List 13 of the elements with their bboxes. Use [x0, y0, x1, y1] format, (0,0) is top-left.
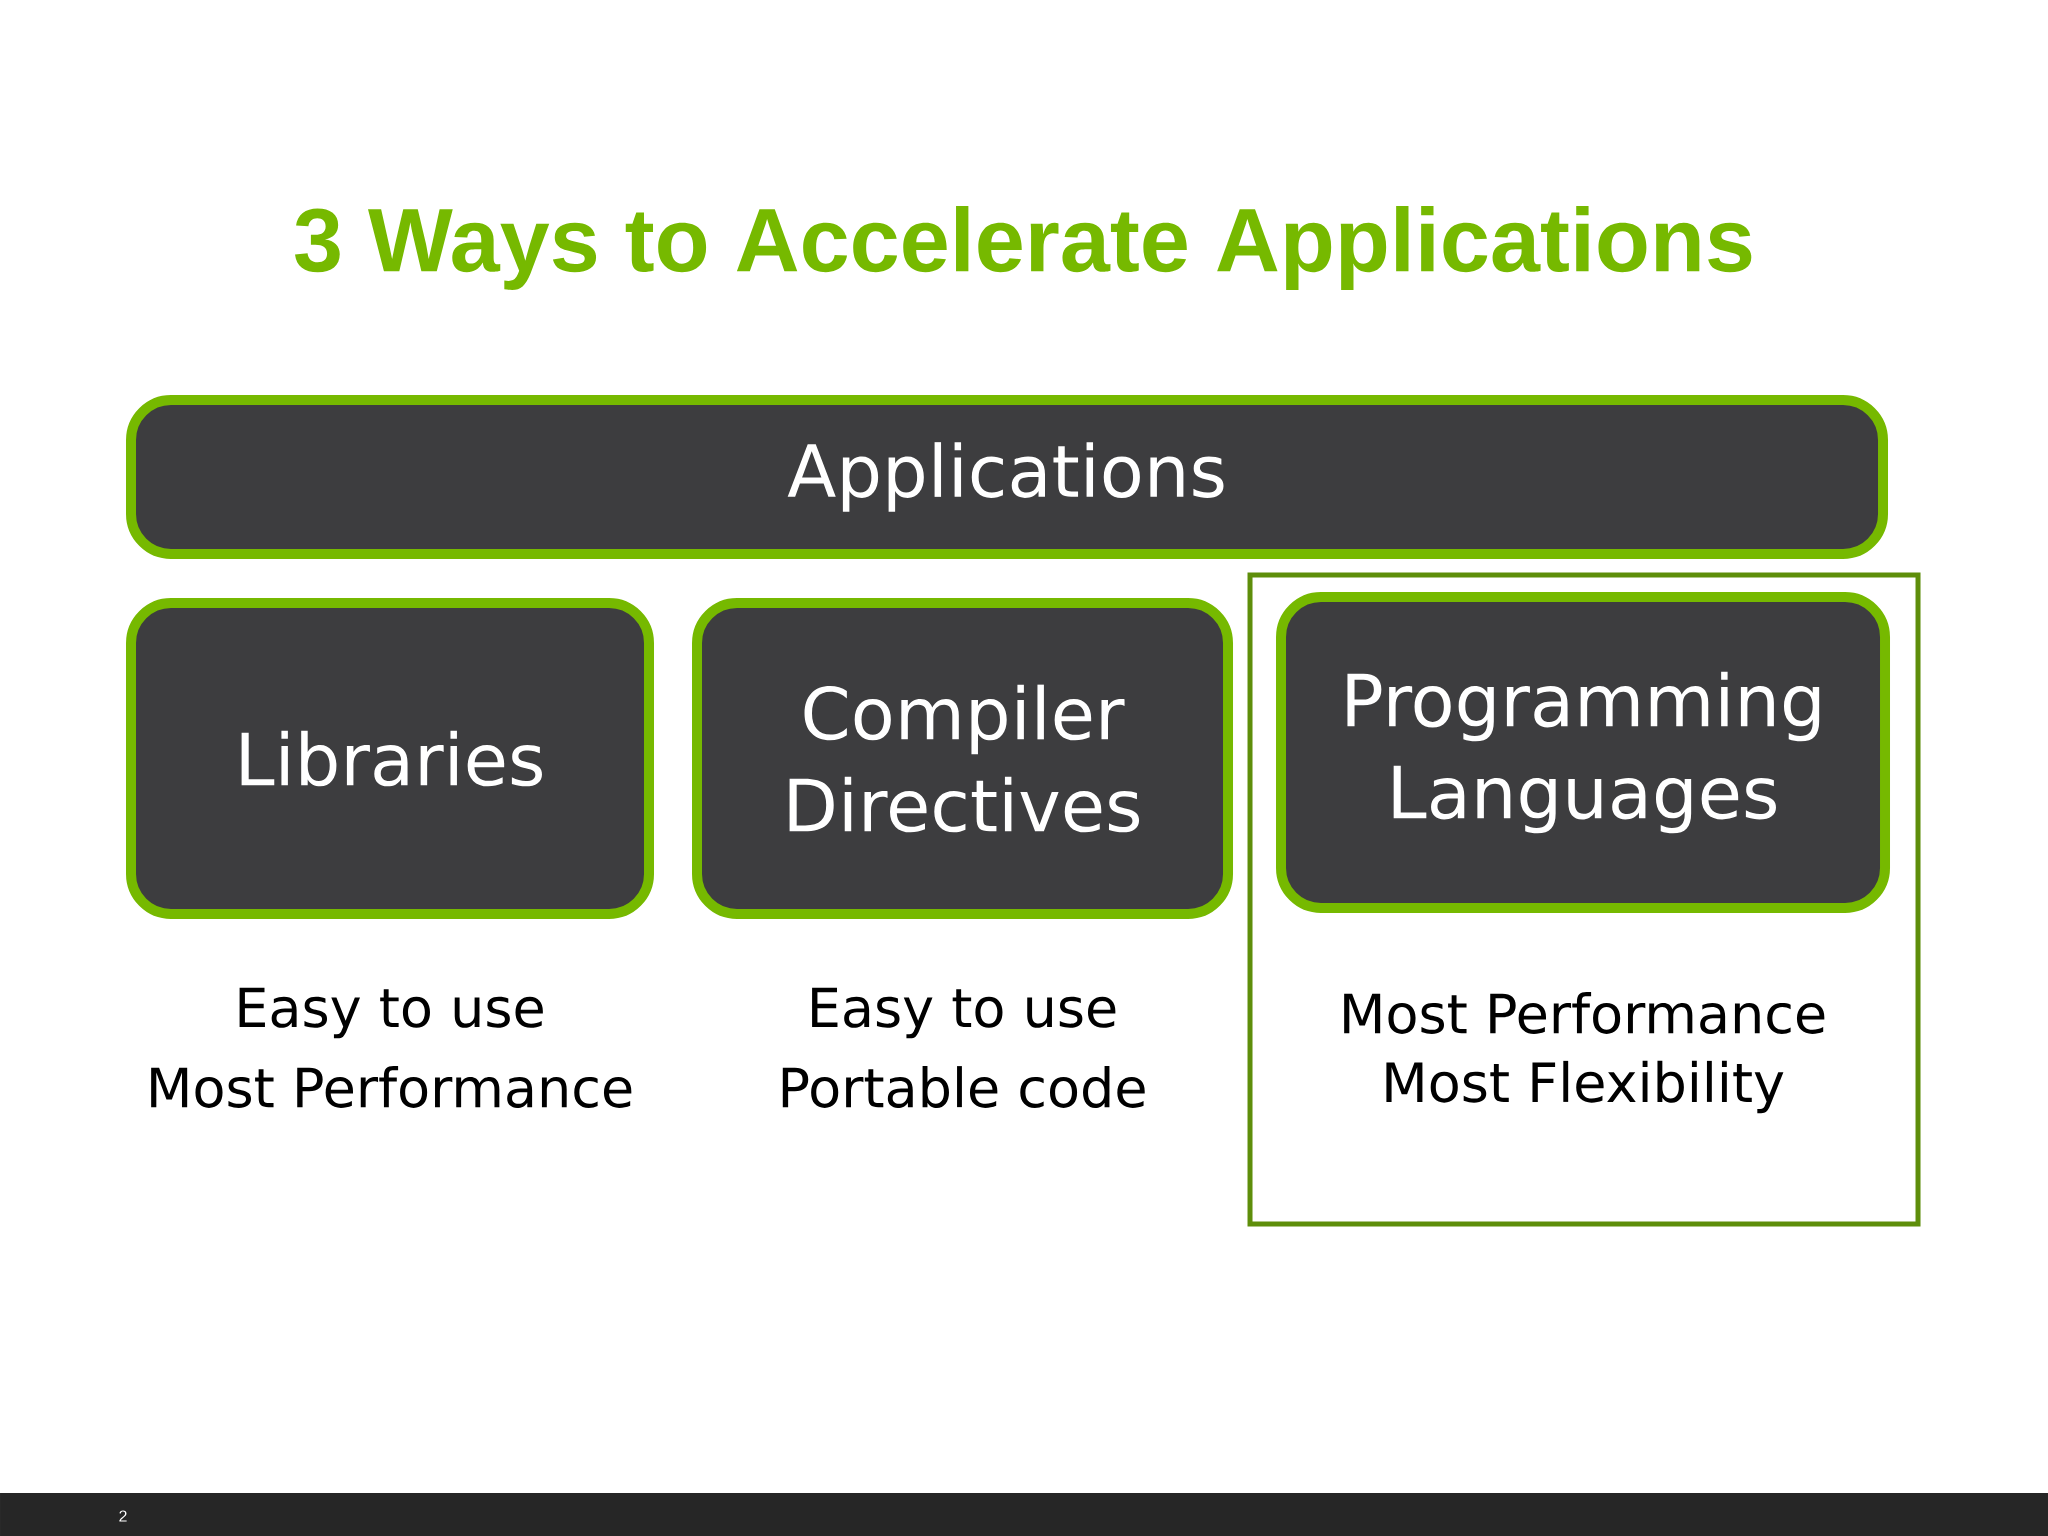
caption-text: Most Flexibility: [1386, 1060, 1784, 1114]
box: Programming Languages: [1276, 592, 1890, 913]
caption-text: Easy to use: [239, 987, 543, 1039]
box: Applications: [126, 395, 1888, 559]
caption-text: Most Performance: [151, 1066, 632, 1108]
caption-text: Easy to use: [812, 987, 1116, 1039]
title: 3 Ways to Accelerate Applications: [295, 206, 1752, 290]
box: Compiler Directives: [692, 598, 1233, 919]
caption-text: Most Performance: [1344, 992, 1825, 1034]
caption-text: Portable code: [782, 1066, 1145, 1108]
box: Libraries: [126, 598, 654, 919]
outline-frame: [1247, 572, 1921, 1227]
page-number: 2: [119, 1510, 127, 1522]
